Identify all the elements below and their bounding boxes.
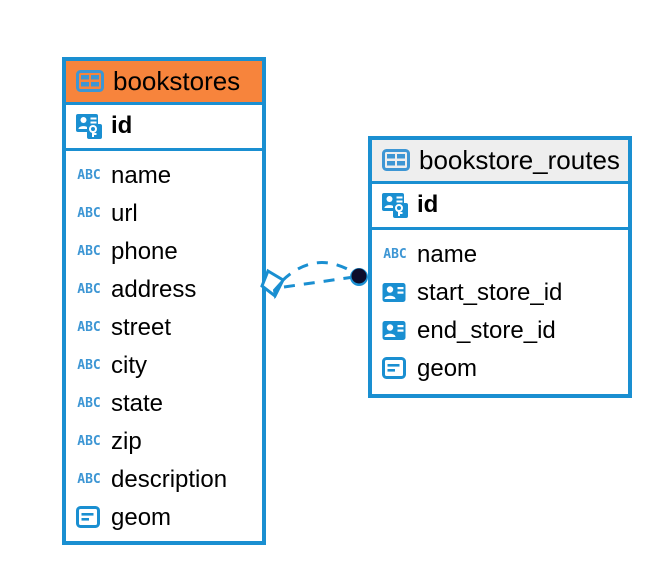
foreign-key-icon bbox=[382, 282, 408, 304]
entity-bookstore-routes-field-list: ABC name start_store_id bbox=[372, 230, 628, 396]
field-label: description bbox=[111, 466, 228, 493]
field-row[interactable]: ABC url bbox=[66, 195, 262, 233]
field-label: street bbox=[111, 314, 172, 341]
field-row[interactable]: ABC street bbox=[66, 309, 262, 347]
filled-circle-marker bbox=[350, 268, 368, 286]
entity-bookstores-header[interactable]: bookstores bbox=[66, 61, 262, 102]
abc-text-icon: ABC bbox=[77, 396, 101, 411]
field-label: zip bbox=[111, 428, 142, 455]
relationship-line-lower bbox=[283, 275, 355, 289]
abc-text-icon: ABC bbox=[77, 472, 101, 487]
field-label: city bbox=[111, 352, 147, 379]
field-row[interactable]: ABC name bbox=[372, 236, 628, 274]
entity-bookstores-primary-key-label: id bbox=[111, 112, 133, 139]
field-row[interactable]: ABC state bbox=[66, 385, 262, 423]
entity-bookstore-routes-primary-key-label: id bbox=[417, 191, 439, 218]
field-row[interactable]: ABC zip bbox=[66, 423, 262, 461]
abc-text-icon: ABC bbox=[77, 244, 101, 259]
field-row[interactable]: ABC description bbox=[66, 461, 262, 499]
abc-text-icon: ABC bbox=[77, 358, 101, 373]
field-row[interactable]: geom bbox=[372, 350, 628, 388]
primary-key-icon bbox=[76, 113, 102, 139]
abc-text-icon: ABC bbox=[77, 282, 101, 297]
field-label: name bbox=[111, 162, 172, 189]
field-label: end_store_id bbox=[417, 317, 556, 344]
entity-bookstores-primary-key-row[interactable]: id bbox=[66, 102, 262, 151]
field-label: start_store_id bbox=[417, 279, 563, 306]
entity-bookstore-routes-header[interactable]: bookstore_routes bbox=[372, 140, 628, 181]
table-icon bbox=[382, 148, 410, 172]
entity-bookstore-routes-title: bookstore_routes bbox=[419, 145, 620, 175]
entity-bookstores-title: bookstores bbox=[113, 66, 241, 96]
entity-bookstores[interactable]: bookstores id ABC bbox=[62, 57, 266, 545]
abc-text-icon: ABC bbox=[77, 168, 101, 183]
relationship-line-upper bbox=[280, 261, 357, 283]
field-label: geom bbox=[417, 355, 478, 382]
field-row[interactable]: ABC name bbox=[66, 157, 262, 195]
geometry-icon bbox=[76, 506, 102, 530]
entity-bookstore-routes-primary-key-row[interactable]: id bbox=[372, 181, 628, 230]
field-label: name bbox=[417, 241, 478, 268]
abc-text-icon: ABC bbox=[77, 434, 101, 449]
field-row[interactable]: ABC phone bbox=[66, 233, 262, 271]
field-label: address bbox=[111, 276, 197, 303]
field-label: phone bbox=[111, 238, 178, 265]
field-row[interactable]: end_store_id bbox=[372, 312, 628, 350]
field-row[interactable]: geom bbox=[66, 499, 262, 537]
table-icon bbox=[76, 69, 104, 93]
field-row[interactable]: ABC city bbox=[66, 347, 262, 385]
abc-text-icon: ABC bbox=[383, 247, 407, 262]
geometry-icon bbox=[382, 357, 408, 381]
foreign-key-icon bbox=[382, 320, 408, 342]
abc-text-icon: ABC bbox=[77, 206, 101, 221]
entity-bookstore-routes[interactable]: bookstore_routes id bbox=[368, 136, 632, 398]
field-label: url bbox=[111, 200, 138, 227]
entity-bookstores-field-list: ABC name ABC url ABC phone ABC address A… bbox=[66, 151, 262, 545]
field-row[interactable]: ABC address bbox=[66, 271, 262, 309]
field-row[interactable]: start_store_id bbox=[372, 274, 628, 312]
abc-text-icon: ABC bbox=[77, 320, 101, 335]
field-label: state bbox=[111, 390, 164, 417]
field-label: geom bbox=[111, 504, 172, 531]
primary-key-icon bbox=[382, 192, 408, 218]
